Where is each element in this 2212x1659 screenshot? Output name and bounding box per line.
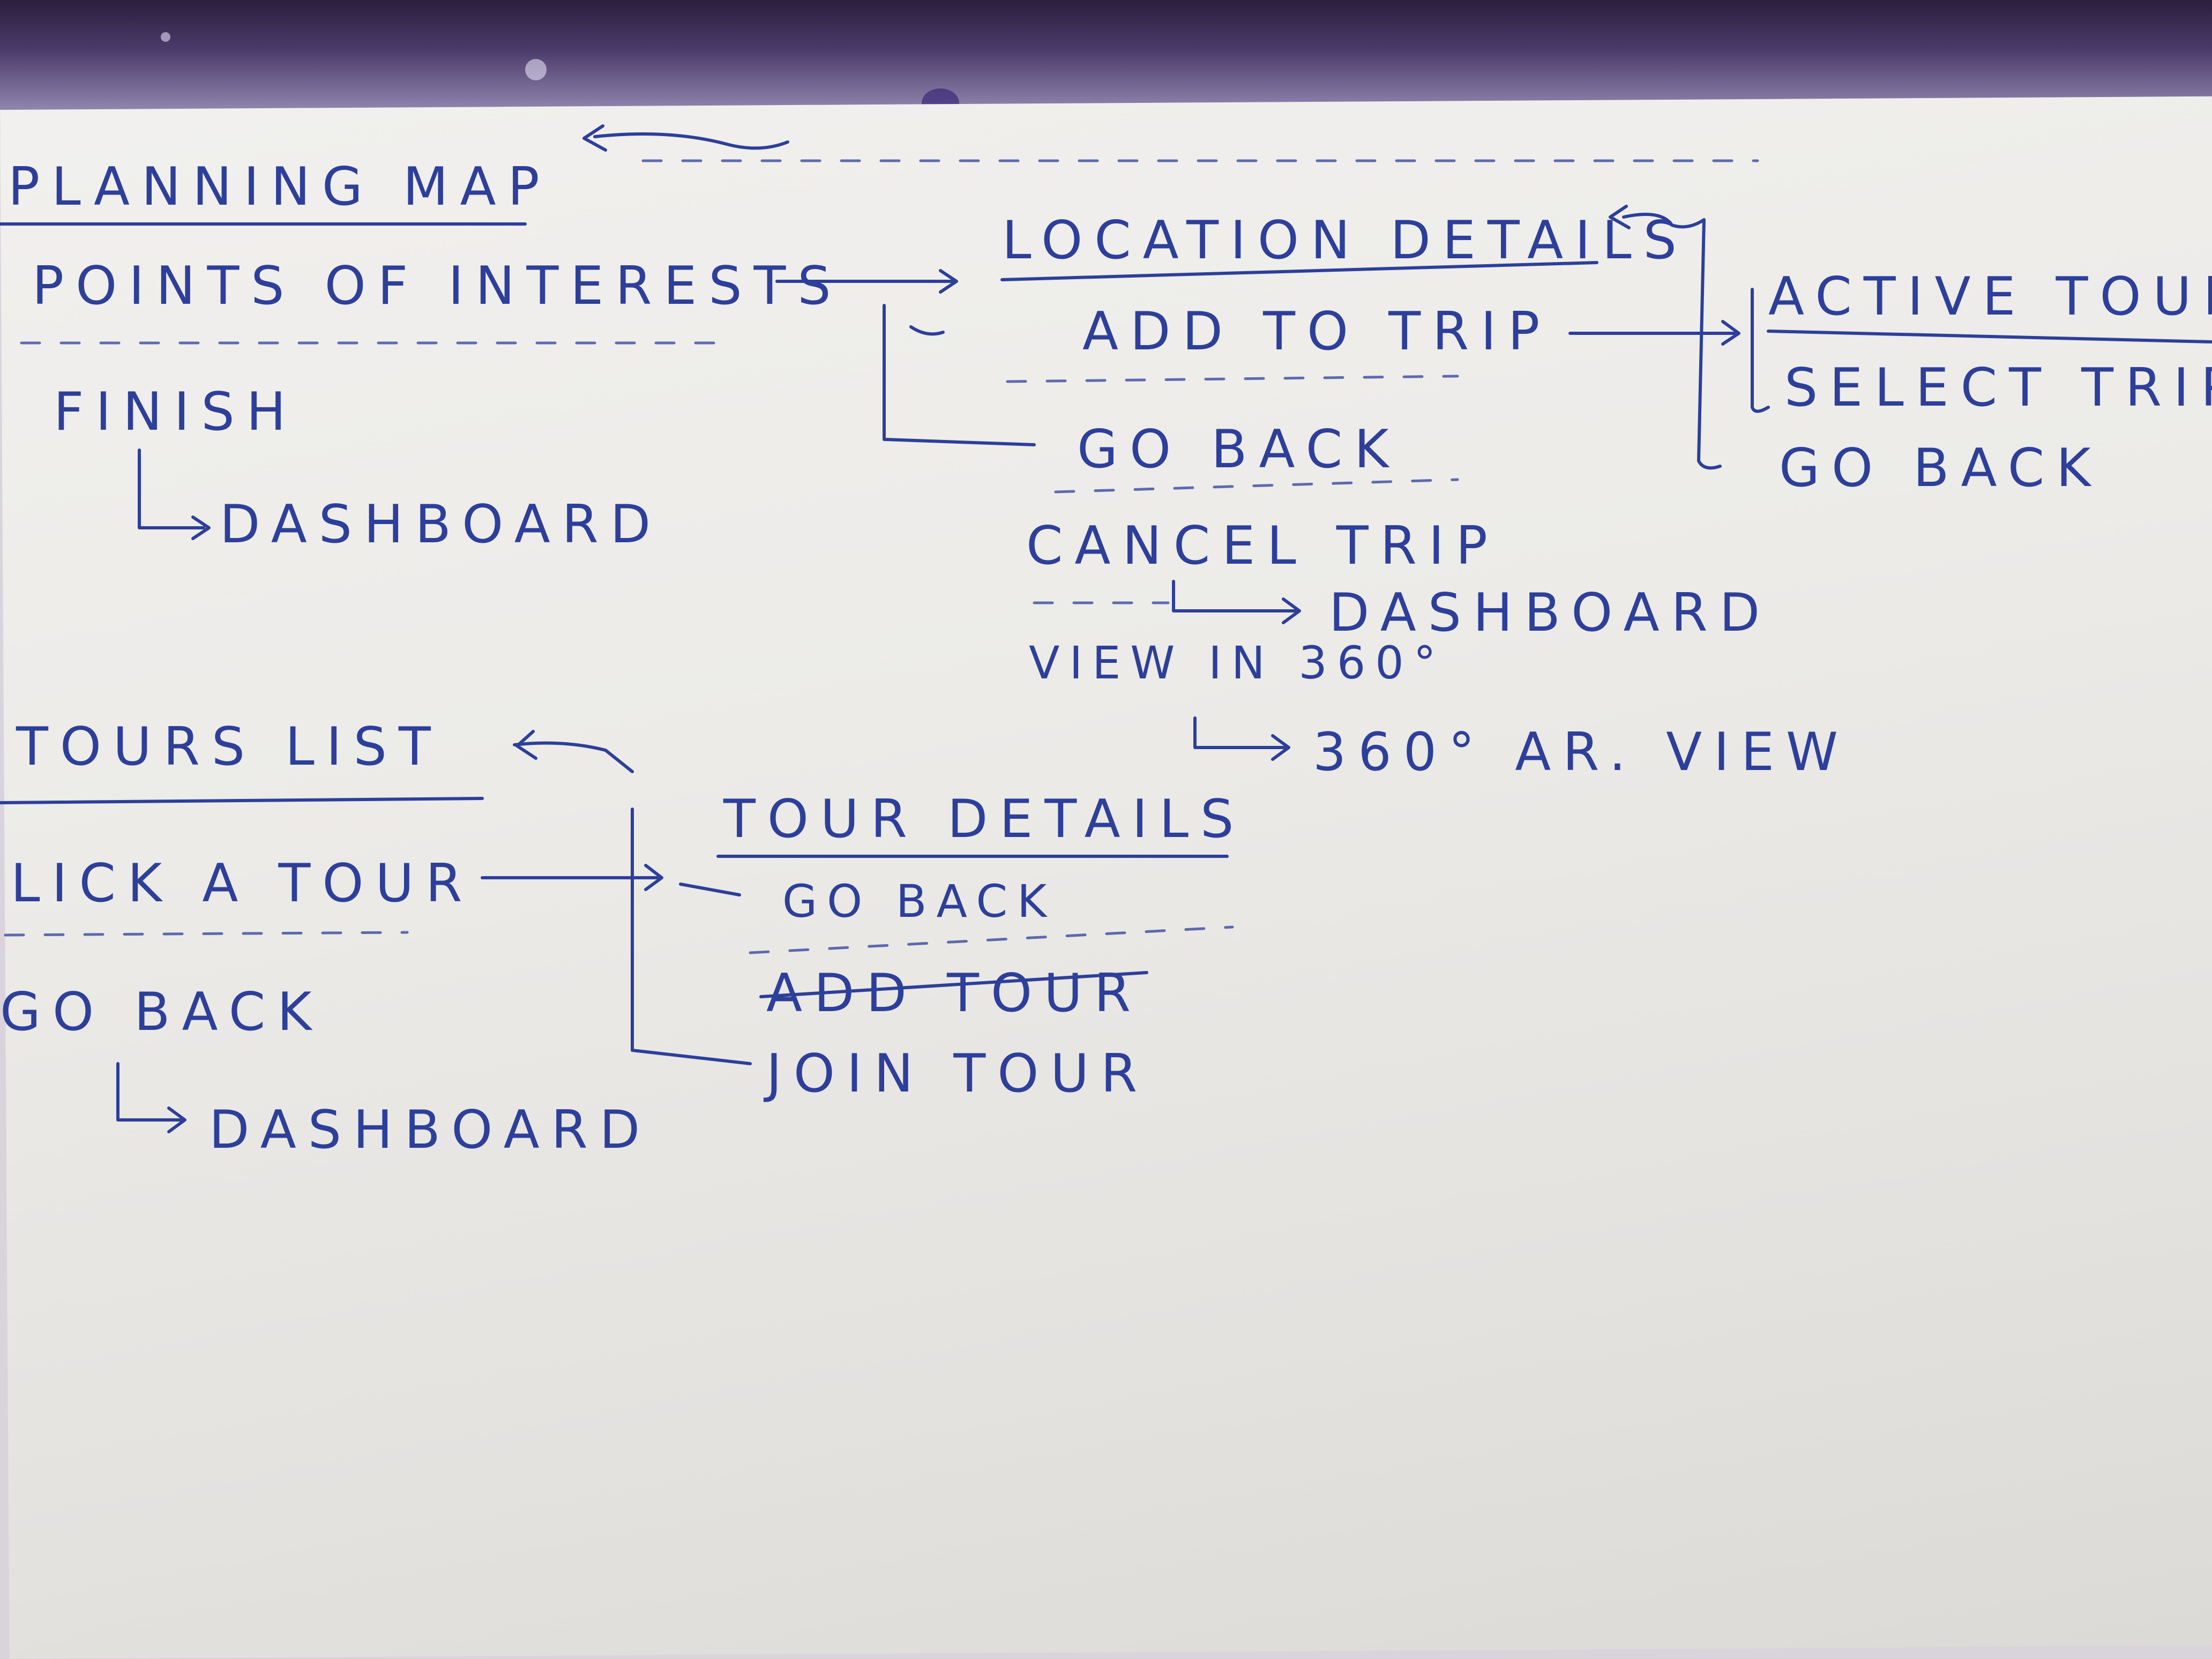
underline-active-tour	[1767, 330, 2212, 343]
location-details-ar-view: 360° AR. VIEW	[1313, 722, 1850, 783]
tour-details-title: TOUR DETAILS	[723, 789, 1246, 850]
underline-tours-list	[0, 797, 484, 804]
location-details-view-360: VIEW IN 360°	[1029, 637, 1446, 689]
tours-list-dashboard: DASHBOARD	[209, 1100, 652, 1161]
tour-details-join-tour: JOIN TOUR	[766, 1043, 1149, 1104]
tours-list-lick-a-tour: LICK A TOUR	[11, 853, 474, 914]
active-tour-select-trip: SELECT TRIP	[1784, 357, 2212, 419]
tours-list-go-back: GO BACK	[0, 982, 324, 1043]
strike-add-tour	[759, 971, 1148, 998]
tour-details-add-tour: ADD TOUR	[766, 963, 1142, 1024]
location-details-go-back: GO BACK	[1077, 419, 1401, 480]
planning-map-item-poi: POINTS OF INTERESTS	[32, 256, 843, 317]
location-details-add-to-trip: ADD TO TRIP	[1082, 301, 1552, 362]
tour-details-go-back: GO BACK	[782, 875, 1057, 928]
location-details-title: LOCATION DETAILS	[1002, 210, 1688, 271]
tours-list-title: TOURS LIST	[16, 716, 443, 778]
planning-map-dashboard: DASHBOARD	[220, 494, 663, 555]
active-tour-title: ACTIVE TOUR L	[1768, 266, 2212, 327]
location-details-cancel-trip: CANCEL TRIP	[1026, 515, 1499, 577]
active-tour-go-back: GO BACK	[1779, 438, 2103, 499]
planning-map-title: PLANNING MAP	[8, 156, 551, 218]
planning-map-item-finish: FINISH	[54, 382, 298, 443]
location-details-dashboard: DASHBOARD	[1329, 582, 1772, 644]
underline-location-details	[1000, 261, 1598, 281]
